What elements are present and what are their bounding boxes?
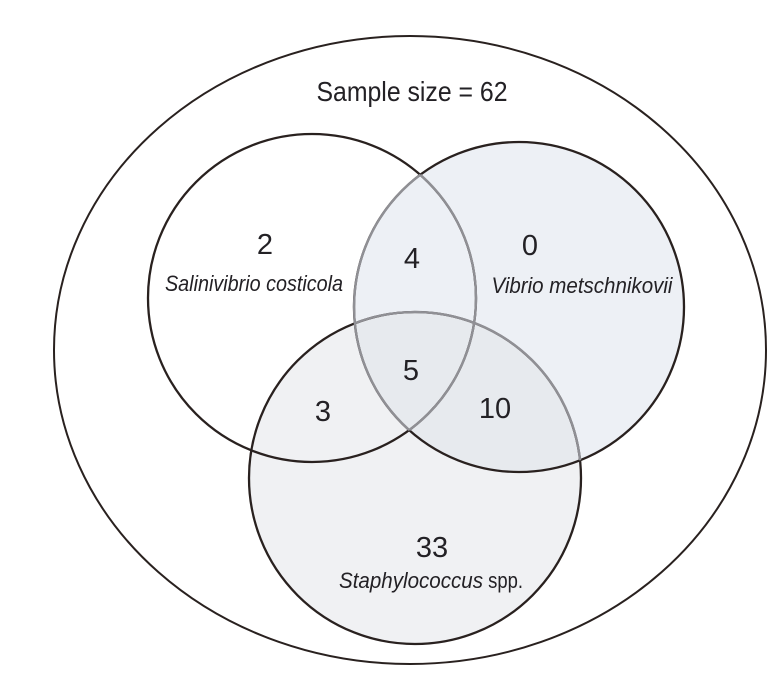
salinivibrio-arc-inside-vibrio — [408, 173, 478, 432]
vibrio-arc-inside-salinivibrio — [352, 173, 421, 431]
count-salinivibrio-staphylococcus: 3 — [315, 396, 331, 428]
label-vibrio: Vibrio metschnikovii — [492, 273, 674, 298]
label-staphylococcus: Staphylococcus spp. — [339, 568, 523, 593]
count-salinivibrio-only: 2 — [257, 229, 273, 261]
staphylococcus-set-fill — [249, 312, 581, 644]
count-staphylococcus-only: 33 — [416, 532, 448, 564]
label-salinivibrio: Salinivibrio costicola — [165, 271, 343, 296]
label-staphylococcus-genus: Staphylococcus — [339, 568, 483, 593]
count-vibrio-only: 0 — [522, 230, 538, 262]
count-all-three: 5 — [403, 355, 419, 387]
figure-title: Sample size = 62 — [317, 76, 508, 107]
count-vibrio-staphylococcus: 10 — [479, 393, 511, 425]
count-salinivibrio-vibrio: 4 — [404, 243, 420, 275]
staphylococcus-arc-inside-vibrio — [354, 310, 582, 461]
label-staphylococcus-suffix: spp. — [483, 568, 523, 593]
